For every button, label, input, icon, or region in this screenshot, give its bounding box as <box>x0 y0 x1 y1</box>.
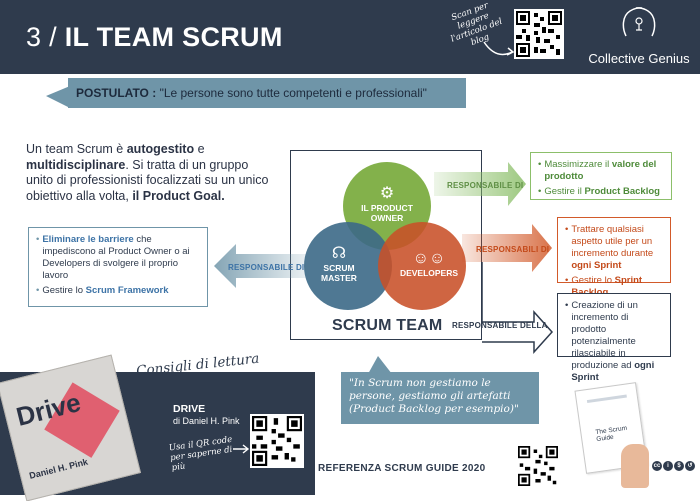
book-qr-code[interactable] <box>250 414 304 468</box>
quote-box: "In Scrum non gestiamo le persone, gesti… <box>341 372 539 424</box>
arrow-to-qr-icon <box>233 444 250 454</box>
postulate-tail <box>46 86 70 108</box>
page-title: 3 / IL TEAM SCRUM <box>26 22 283 52</box>
reference-label: REFERENZA SCRUM GUIDE 2020 <box>318 463 486 474</box>
arrow-team <box>482 310 554 354</box>
postulate-banner: POSTULATO : "Le persone sono tutte compe… <box>68 78 466 108</box>
postulate-label: POSTULATO : <box>76 86 157 100</box>
blog-qr-code[interactable] <box>514 9 564 59</box>
people-group-icon: ☺☺ <box>412 250 446 267</box>
label-resp-sm: RESPONSABILE DI <box>228 263 305 272</box>
curved-arrow-icon <box>483 41 515 56</box>
header-banner <box>0 0 700 74</box>
brain-icon: ☊ <box>331 245 347 262</box>
developers-circle: ☺☺ DEVELOPERS <box>378 222 466 310</box>
book-title: DRIVE <box>173 403 206 415</box>
sa-icon: ↺ <box>685 461 695 471</box>
book-cover-author: Daniel H. Pink <box>28 456 89 481</box>
product-owner-responsibilities: •Massimizzare il valore del prodotto •Ge… <box>530 152 672 200</box>
scrum-master-responsibilities: •Eliminare le barriere che impediscono a… <box>28 227 208 307</box>
nc-icon: $ <box>674 461 684 471</box>
scrum-guide-qr-code[interactable] <box>516 444 560 488</box>
developers-responsibilities: •Trattare qualsiasi aspetto utile per un… <box>557 217 671 298</box>
license-badges: cc i $ ↺ <box>652 461 695 471</box>
brand-name: Collective Genius <box>588 51 690 66</box>
quote-tail <box>368 356 392 374</box>
book-author: di Daniel H. Pink <box>173 416 240 426</box>
label-resp-dev: RESPONSABILI DI <box>476 245 550 254</box>
cc-icon: cc <box>652 461 662 471</box>
scrum-guide-title: The Scrum Guide <box>595 424 628 444</box>
brand-logo: Collective Genius <box>584 6 694 68</box>
label-resp-team: RESPONSABILE DELLA <box>452 321 548 330</box>
genius-heads-icon <box>622 7 656 37</box>
brain-gear-icon: ⚙ <box>379 185 395 202</box>
postulate-text: "Le persone sono tutte competenti e prof… <box>156 86 427 100</box>
scrum-team-label: SCRUM TEAM <box>332 317 443 334</box>
intro-paragraph: Un team Scrum è autogestito e multidisci… <box>26 142 269 203</box>
by-icon: i <box>663 461 673 471</box>
label-resp-po: RESPONSABILE DI <box>447 181 524 190</box>
scrum-team-responsibility: •Creazione di un incremento di prodotto … <box>557 293 671 383</box>
hand-illustration <box>621 444 649 488</box>
